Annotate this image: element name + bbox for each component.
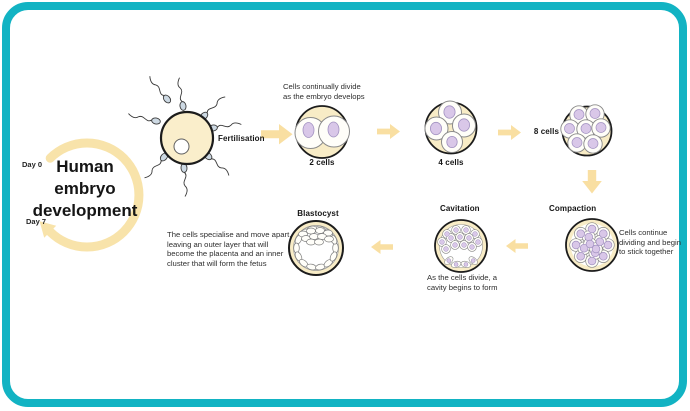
flow-arrow-down (582, 170, 602, 194)
stage-label-blastocyst: Blastocyst (297, 209, 339, 218)
flow-arrow-right-2 (377, 124, 400, 139)
flow-arrow-left-2 (371, 240, 393, 254)
egg-cell (127, 74, 243, 198)
day7-label: Day 7 (26, 217, 47, 226)
stage-label-4-cells: 4 cells (438, 158, 464, 167)
note-blastocyst: The cells specialise and move apart, lea… (167, 230, 292, 268)
cycle-arrow (39, 138, 144, 252)
flow-arrow-right-1 (261, 124, 293, 145)
flow-arrow-right-3 (498, 125, 521, 140)
inner-cell-mass (298, 227, 334, 246)
cavitation-embryo (434, 219, 488, 273)
two-cell-embryo (294, 105, 350, 159)
flow-arrow-left-1 (506, 239, 528, 253)
stage-label-8-cells: 8 cells (533, 127, 559, 136)
stage-label-compaction: Compaction (549, 204, 597, 213)
stage-label-fertilisation: Fertilisation (218, 134, 265, 143)
four-cell-embryo (424, 100, 478, 155)
stage-label-cavitation: Cavitation (440, 204, 480, 213)
compaction-embryo (565, 218, 619, 272)
note-cells-divide: Cells continually divide as the embryo d… (283, 82, 365, 101)
stage-label-2-cells: 2 cells (309, 158, 335, 167)
page-title: Human embryo development (32, 157, 138, 221)
note-compaction: Cells continue dividing and begin to sti… (619, 228, 681, 257)
eight-cell-embryo (560, 104, 613, 157)
blastocyst-embryo (288, 220, 344, 276)
day0-label: Day 0 (22, 160, 43, 169)
note-cavitation: As the cells divide, a cavity begins to … (427, 273, 498, 292)
